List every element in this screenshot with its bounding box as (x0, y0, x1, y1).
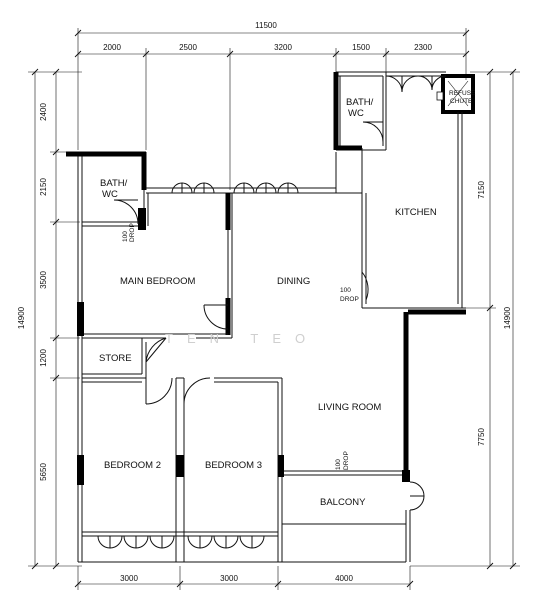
balcony-drop-word: DROP (343, 451, 350, 470)
kitchen-drop-number: 100 (340, 287, 351, 294)
refuse-chute-label-line1: REFUSE (449, 90, 476, 97)
balcony-label: BALCONY (320, 497, 366, 508)
dim-top-2: 2500 (179, 43, 197, 52)
bedroom2-label: BEDROOM 2 (104, 460, 161, 471)
dim-bottom-3: 4000 (335, 574, 353, 583)
dim-left-5: 5650 (39, 463, 48, 481)
store-label: STORE (99, 353, 132, 364)
room-labels: BATH/ WC BATH/ WC KITCHEN REFUSE CHUTE M… (99, 90, 476, 508)
bath-left-label-line2: WC (102, 189, 118, 200)
dim-right-total: 14900 (503, 306, 512, 329)
watermark: TEN TEO (165, 331, 319, 346)
bath-top-label-line1: BATH/ (346, 97, 374, 108)
dimension-lines (28, 28, 520, 590)
drop-labels: 100 DROP 100 DROP 100 DROP (122, 223, 359, 470)
dining-label: DINING (277, 276, 310, 287)
refuse-chute-label-line2: CHUTE (450, 98, 473, 105)
dim-top-total: 11500 (255, 21, 277, 30)
dim-left-total: 14900 (17, 306, 26, 329)
dim-left-2: 2150 (39, 178, 48, 196)
bath-drop-word: DROP (129, 223, 136, 242)
dim-right-2: 7750 (477, 428, 486, 446)
bath-left-label-line1: BATH/ (100, 178, 128, 189)
dim-top-5: 2300 (414, 43, 432, 52)
dim-right-1: 7150 (477, 181, 486, 199)
living-room-label: LIVING ROOM (318, 402, 381, 413)
dim-top-1: 2000 (103, 43, 121, 52)
main-bedroom-label: MAIN BEDROOM (120, 276, 196, 287)
bedroom3-label: BEDROOM 3 (205, 460, 262, 471)
doors (97, 75, 447, 549)
dim-left-4: 1200 (39, 349, 48, 367)
dim-bottom-2: 3000 (220, 574, 238, 583)
dim-left-3: 3500 (39, 271, 48, 289)
balcony-drop-number: 100 (335, 459, 342, 470)
dim-left-1: 2400 (39, 103, 48, 121)
dim-top-3: 3200 (274, 43, 292, 52)
kitchen-drop-word: DROP (340, 296, 359, 303)
dim-top-4: 1500 (352, 43, 370, 52)
kitchen-label: KITCHEN (395, 207, 437, 218)
dim-bottom-1: 3000 (120, 574, 138, 583)
dimension-labels: 11500 2000 2500 3200 1500 2300 2400 2150… (17, 21, 512, 583)
bath-top-label-line2: WC (348, 108, 364, 119)
walls (66, 71, 475, 563)
bath-drop-number: 100 (122, 231, 129, 242)
